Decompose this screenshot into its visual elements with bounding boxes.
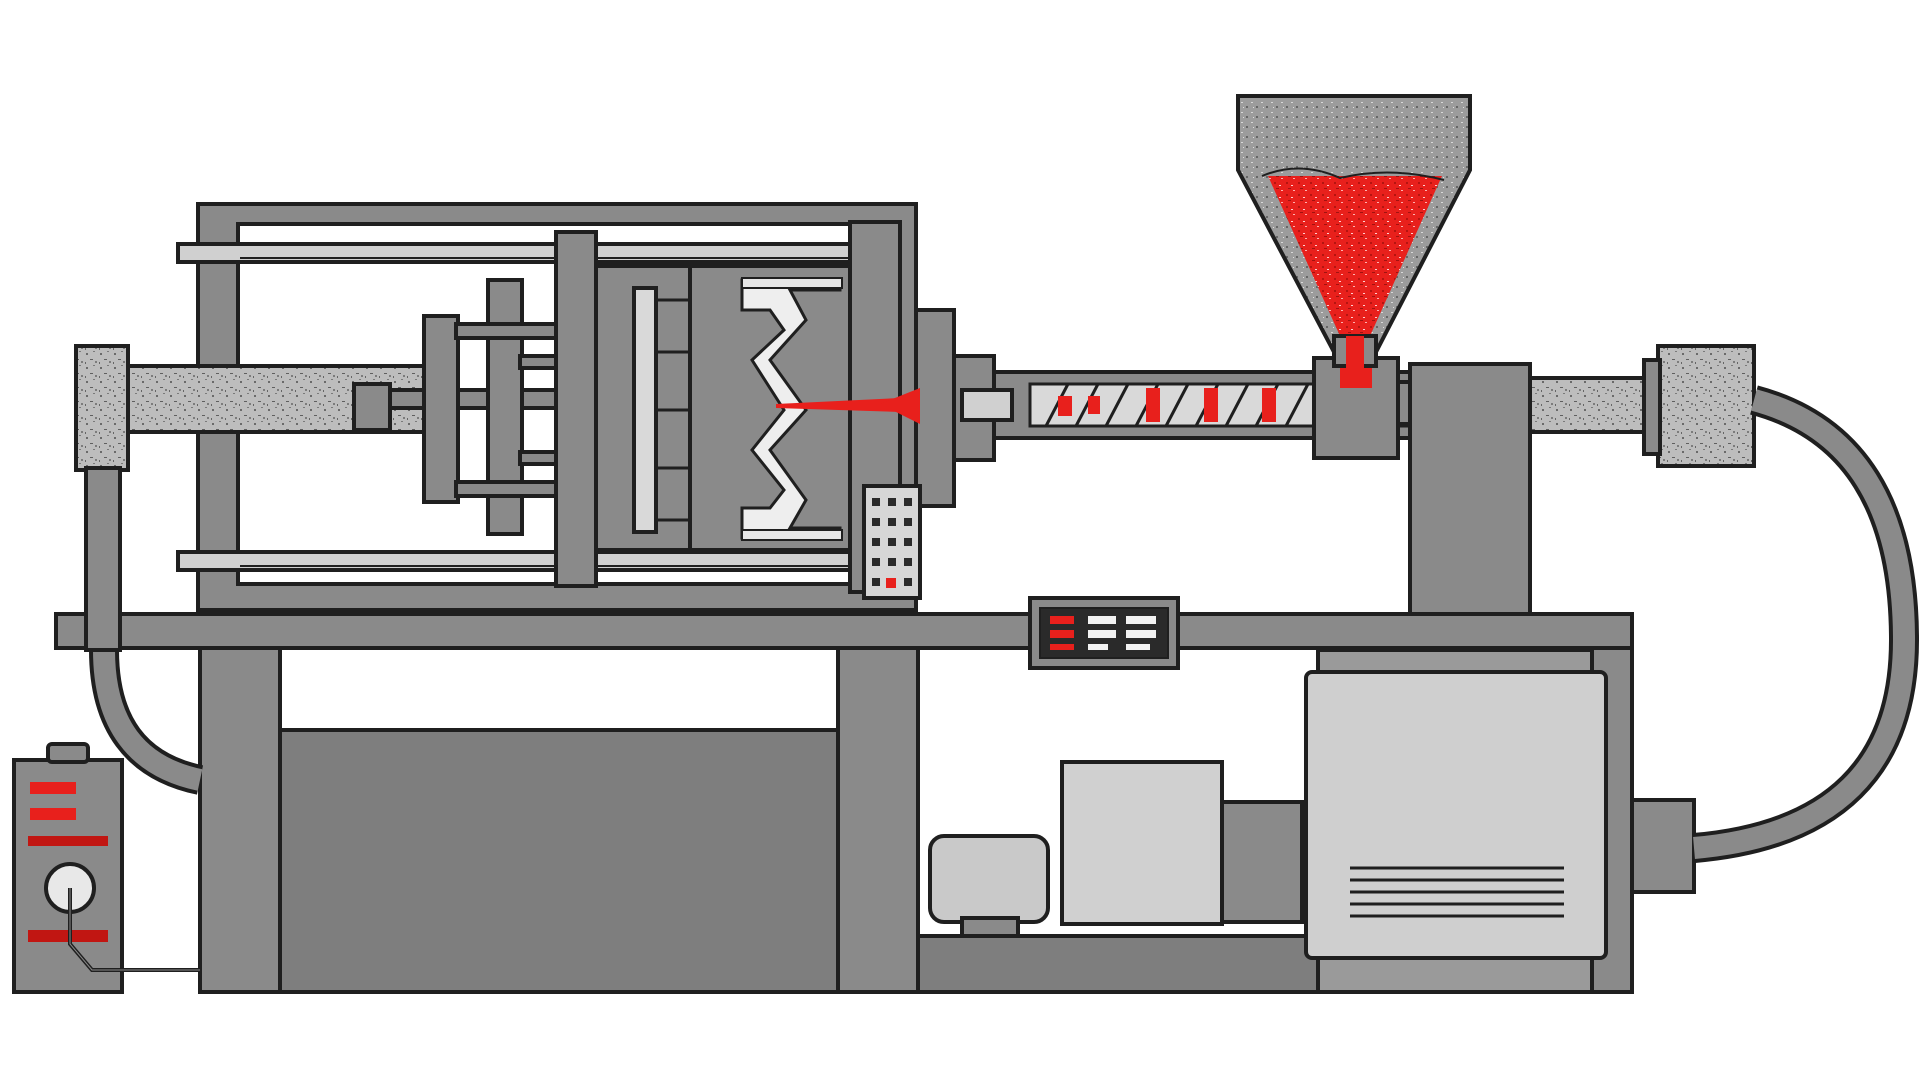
- injection-nozzle: [960, 388, 1014, 422]
- hopper-icon: [1236, 94, 1472, 376]
- hose-icon: [89, 385, 1920, 863]
- machine-base: [54, 612, 1634, 994]
- injection-cylinder-cap: [1656, 344, 1756, 468]
- cabinet-vents: [1350, 866, 1564, 918]
- injection-unit: [960, 344, 1756, 616]
- injection-cylinder-rod: [1528, 376, 1662, 434]
- toggle-arm-bottom: [454, 480, 558, 498]
- injection-drive-housing: [1408, 362, 1532, 616]
- base-mid-leg: [836, 646, 920, 994]
- base-cabinet-left: [278, 728, 842, 994]
- moving-platen: [554, 230, 598, 588]
- toggle-plate-1: [422, 314, 460, 504]
- toggle-arm-top: [454, 322, 558, 340]
- control-box-icon: [1304, 648, 1696, 994]
- mold-core-plate: [632, 286, 658, 534]
- clamp-cylinder-cap: [74, 344, 130, 472]
- pump-box: [1060, 760, 1224, 926]
- clamp-unit: [74, 202, 996, 612]
- toggle-block-left: [352, 382, 392, 432]
- platen-flange: [914, 308, 956, 508]
- motor-icon: [928, 834, 1050, 938]
- side-control-box: [12, 742, 200, 994]
- base-floor-beam: [916, 934, 1320, 994]
- electrical-cabinet-door: [1304, 670, 1608, 960]
- motor-body: [928, 834, 1050, 924]
- control-display: [1028, 596, 1180, 670]
- hopper-resin: [1268, 176, 1442, 336]
- resin-jet: [776, 388, 920, 424]
- tie-bar-top: [176, 242, 860, 264]
- keypad-panel: [862, 484, 922, 600]
- tie-bar-bottom: [176, 550, 860, 572]
- base-table-top: [54, 612, 1634, 650]
- left-cylinder-post: [84, 466, 122, 652]
- pump-unit: [1060, 760, 1304, 926]
- base-left-leg: [198, 646, 282, 994]
